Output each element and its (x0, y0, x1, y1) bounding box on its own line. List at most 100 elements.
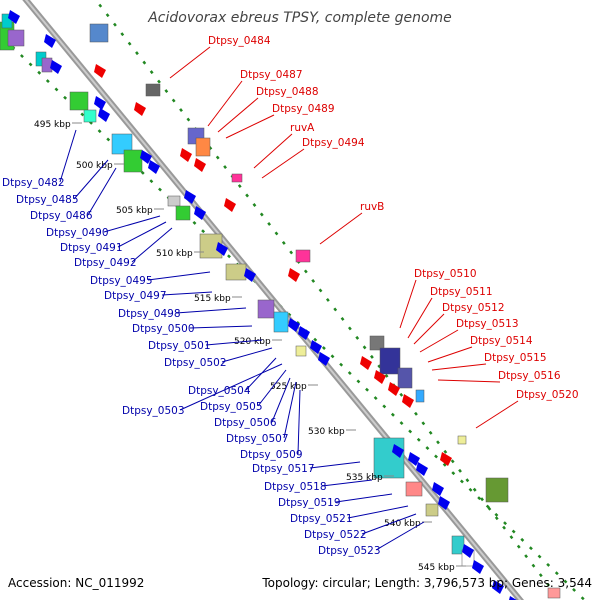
gene-block[interactable] (145, 83, 161, 97)
gene-arrow[interactable] (50, 60, 62, 74)
left-gene-label[interactable]: Dtpsy_0503 (122, 405, 185, 417)
gene-block[interactable] (89, 23, 109, 43)
left-gene-labels[interactable]: Dtpsy_0482Dtpsy_0485Dtpsy_0486Dtpsy_0490… (2, 129, 425, 557)
right-gene-label[interactable]: Dtpsy_0484 (208, 35, 271, 47)
gene-block[interactable] (257, 299, 275, 319)
gene-block[interactable] (83, 109, 97, 123)
right-gene-label[interactable]: Dtpsy_0488 (256, 86, 319, 98)
gene-arrow[interactable] (8, 10, 20, 24)
left-gene-label[interactable]: Dtpsy_0485 (16, 194, 79, 206)
gene-arrow[interactable] (508, 596, 520, 600)
gene-arrow[interactable] (44, 34, 56, 48)
gene-block[interactable] (231, 173, 243, 183)
gene-arrow[interactable] (194, 206, 206, 220)
gene-arrow[interactable] (98, 108, 110, 122)
right-gene-label[interactable]: Dtpsy_0513 (456, 318, 519, 330)
gene-block[interactable] (69, 91, 89, 111)
left-gene-label[interactable]: Dtpsy_0486 (30, 210, 93, 222)
gene-arrow[interactable] (416, 462, 428, 476)
gene-block[interactable] (295, 345, 307, 357)
gene-arrow[interactable] (374, 370, 386, 384)
gene-arrow[interactable] (440, 452, 452, 466)
gene-block[interactable] (195, 137, 211, 157)
gene-block[interactable] (225, 263, 247, 281)
gene-arrow[interactable] (310, 340, 322, 354)
left-gene-label[interactable]: Dtpsy_0521 (290, 513, 353, 525)
gene-block[interactable] (369, 335, 385, 351)
gene-arrow[interactable] (94, 96, 106, 110)
gene-block[interactable] (123, 149, 143, 173)
left-gene-label[interactable]: Dtpsy_0495 (90, 275, 153, 287)
gene-arrow[interactable] (492, 580, 504, 594)
left-gene-label[interactable]: Dtpsy_0505 (200, 401, 263, 413)
gene-arrow[interactable] (388, 382, 400, 396)
right-gene-label[interactable]: ruvA (290, 122, 315, 134)
left-gene-label[interactable]: Dtpsy_0491 (60, 242, 123, 254)
left-gene-label[interactable]: Dtpsy_0497 (104, 290, 167, 302)
right-gene-label[interactable]: Dtpsy_0487 (240, 69, 303, 81)
right-gene-label[interactable]: Dtpsy_0510 (414, 268, 477, 280)
right-gene-label[interactable]: Dtpsy_0514 (470, 335, 533, 347)
right-gene-label[interactable]: Dtpsy_0494 (302, 137, 365, 149)
gene-block[interactable] (547, 587, 561, 599)
gene-arrow[interactable] (224, 198, 236, 212)
left-gene-label[interactable]: Dtpsy_0504 (188, 385, 251, 397)
gene-arrow[interactable] (472, 560, 484, 574)
gene-arrow[interactable] (180, 148, 192, 162)
left-gene-label[interactable]: Dtpsy_0517 (252, 463, 315, 475)
right-gene-label[interactable]: Dtpsy_0512 (442, 302, 505, 314)
gene-arrow[interactable] (360, 356, 372, 370)
gene-block[interactable] (175, 205, 191, 221)
gene-block[interactable] (111, 133, 133, 155)
left-gene-label[interactable]: Dtpsy_0482 (2, 177, 65, 189)
gene-block[interactable] (425, 503, 439, 517)
gene-block[interactable] (373, 437, 405, 479)
gene-block[interactable] (273, 311, 289, 333)
right-gene-label[interactable]: ruvB (360, 201, 384, 213)
gene-block[interactable] (405, 481, 423, 497)
right-gene-label[interactable]: Dtpsy_0515 (484, 352, 547, 364)
right-gene-label[interactable]: Dtpsy_0489 (272, 103, 335, 115)
gene-block[interactable] (415, 389, 425, 403)
gene-block[interactable] (41, 57, 53, 73)
gene-arrow[interactable] (216, 242, 228, 256)
right-gene-labels[interactable]: Dtpsy_0484Dtpsy_0487Dtpsy_0488Dtpsy_0489… (169, 35, 579, 429)
gene-arrow[interactable] (318, 352, 330, 366)
left-gene-label[interactable]: Dtpsy_0502 (164, 357, 227, 369)
gene-features[interactable] (0, 10, 561, 600)
left-gene-label[interactable]: Dtpsy_0518 (264, 481, 327, 493)
gene-arrow[interactable] (244, 268, 256, 282)
gene-block[interactable] (457, 435, 467, 445)
gene-arrow[interactable] (184, 190, 196, 204)
gene-block[interactable] (167, 195, 181, 207)
gene-arrow[interactable] (392, 444, 404, 458)
gene-arrow[interactable] (408, 452, 420, 466)
gene-arrow[interactable] (402, 394, 414, 408)
left-gene-label[interactable]: Dtpsy_0500 (132, 323, 195, 335)
right-gene-label[interactable]: Dtpsy_0520 (516, 389, 579, 401)
gene-arrow[interactable] (134, 102, 146, 116)
gene-arrow[interactable] (94, 64, 106, 78)
gene-block[interactable] (379, 347, 401, 375)
gene-arrow[interactable] (438, 496, 450, 510)
gene-arrow[interactable] (194, 158, 206, 172)
left-gene-label[interactable]: Dtpsy_0523 (318, 545, 381, 557)
gene-arrow[interactable] (288, 268, 300, 282)
gene-arrow[interactable] (298, 326, 310, 340)
gene-arrow[interactable] (288, 318, 300, 332)
gene-block[interactable] (485, 477, 509, 503)
gene-block[interactable] (7, 29, 25, 47)
right-gene-label[interactable]: Dtpsy_0511 (430, 286, 493, 298)
gene-block[interactable] (295, 249, 311, 263)
left-gene-label[interactable]: Dtpsy_0492 (74, 257, 137, 269)
left-gene-label[interactable]: Dtpsy_0519 (278, 497, 341, 509)
left-gene-label[interactable]: Dtpsy_0498 (118, 308, 181, 320)
left-gene-label[interactable]: Dtpsy_0522 (304, 529, 367, 541)
gene-arrow[interactable] (140, 150, 152, 164)
left-gene-label[interactable]: Dtpsy_0507 (226, 433, 289, 445)
gene-arrow[interactable] (148, 160, 160, 174)
right-gene-label[interactable]: Dtpsy_0516 (498, 370, 561, 382)
left-gene-label[interactable]: Dtpsy_0501 (148, 340, 211, 352)
left-gene-label[interactable]: Dtpsy_0509 (240, 449, 303, 461)
